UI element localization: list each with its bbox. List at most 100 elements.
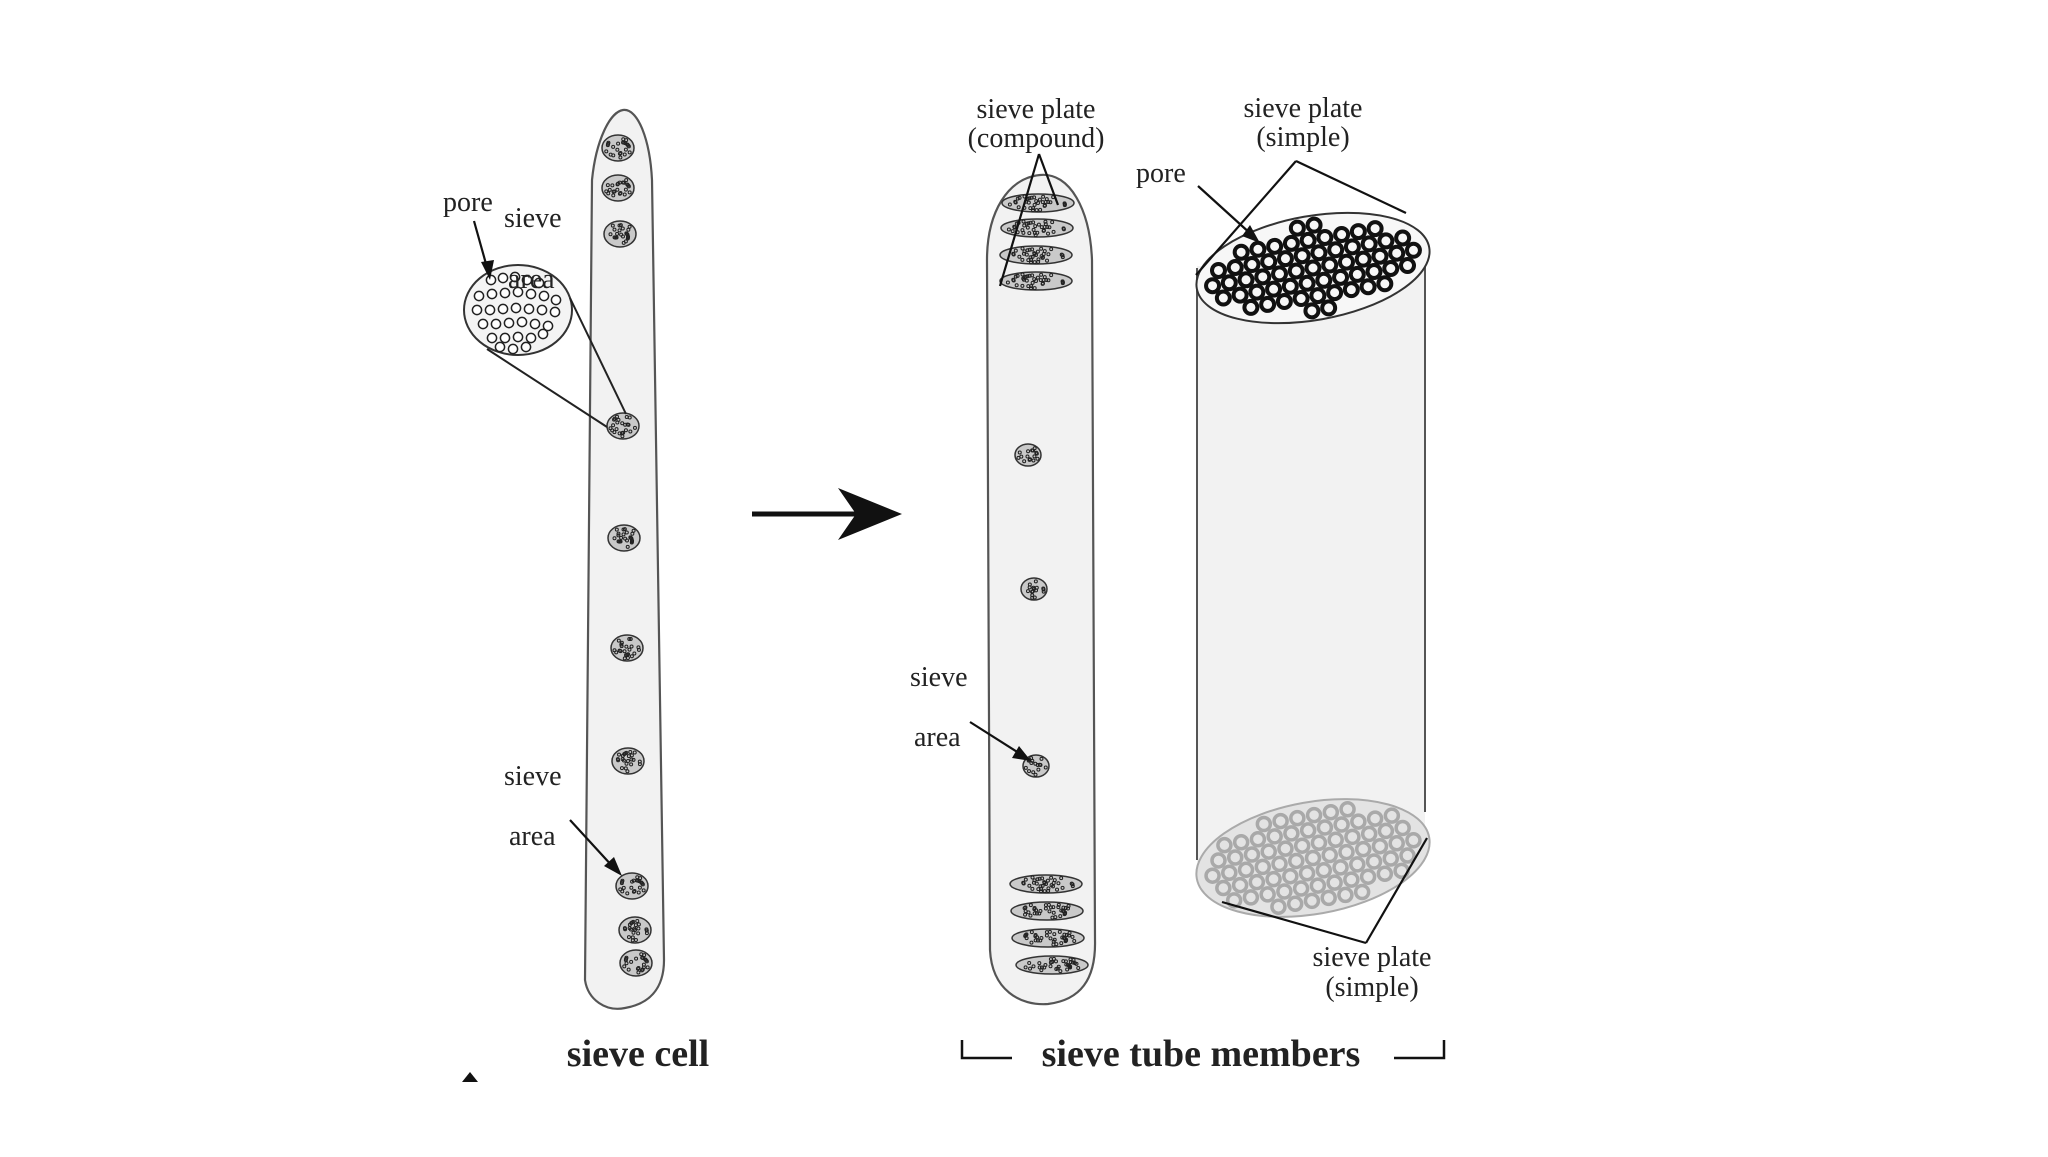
tube-sieve-area-3-pore bbox=[1038, 763, 1043, 768]
bottom-plate-pore bbox=[1283, 825, 1300, 842]
compound-plate-4-pore bbox=[1029, 284, 1034, 289]
top-plate-pore bbox=[1298, 274, 1316, 292]
compound-plate-8-pore bbox=[1067, 964, 1072, 969]
top-plate-pore bbox=[1260, 253, 1278, 271]
sieve-area-7-pore bbox=[629, 757, 634, 762]
compound-plate-2-pore bbox=[1051, 229, 1056, 234]
compound-plate-5-pore bbox=[1046, 886, 1051, 891]
sieve-area-6-pore bbox=[627, 647, 632, 652]
sieve-area-10-pore bbox=[629, 959, 634, 964]
inset-pore bbox=[509, 271, 521, 283]
compound-plate-8-pore bbox=[1070, 960, 1075, 965]
compound-plate-5-pore bbox=[1049, 875, 1054, 880]
compound-plate-3-pore bbox=[1022, 249, 1027, 254]
label-sieve-area-bottom-2: area bbox=[509, 821, 556, 852]
top-plate-pore bbox=[1310, 244, 1328, 262]
sieve-area-1-pore bbox=[618, 151, 623, 156]
compound-plate-8-pore bbox=[1058, 969, 1063, 974]
compound-plate-2-pore bbox=[1031, 227, 1036, 232]
compound-plate-6-pore bbox=[1056, 905, 1061, 910]
top-plate-pore bbox=[1271, 265, 1289, 283]
compound-plate-3-pore bbox=[1032, 252, 1037, 257]
top-plate-pores bbox=[1204, 216, 1422, 320]
sieve-area-10-pore bbox=[645, 965, 650, 970]
compound-plate-4-pore bbox=[1046, 278, 1051, 283]
compound-plate-8-pore bbox=[1063, 959, 1068, 964]
tube-sieve-area-1-pore bbox=[1016, 455, 1021, 460]
sieve-area-1-pore bbox=[606, 140, 611, 145]
leader-simple-top-b bbox=[1295, 160, 1407, 214]
sieve-area-1-pore bbox=[621, 137, 626, 142]
label-sieve-area-top-2: area bbox=[508, 264, 555, 295]
compound-plate-5-pore bbox=[1059, 876, 1064, 881]
leader-simple-top-a bbox=[1195, 160, 1297, 276]
compound-plate-7-pore bbox=[1072, 939, 1077, 944]
bottom-plate-pore bbox=[1288, 852, 1305, 870]
compound-plate-1-pore bbox=[1046, 199, 1051, 204]
label-sieve-plate-simple-top-2: (simple) bbox=[1256, 122, 1349, 153]
sieve-area-7-pore bbox=[615, 757, 620, 762]
inset-leader-lower bbox=[486, 348, 608, 428]
sieve-area-8-pore bbox=[637, 879, 642, 884]
bottom-plate-pore bbox=[1259, 886, 1276, 903]
top-plate-pore bbox=[1349, 223, 1367, 241]
sieve-area-5-pore bbox=[619, 535, 624, 540]
sieve-area-2-pore bbox=[618, 191, 623, 196]
label-sieve-plate-compound-2: (compound) bbox=[968, 123, 1105, 154]
sieve-area-10-pore bbox=[634, 956, 639, 961]
inset-pore bbox=[499, 287, 511, 299]
compound-plate-4-pore bbox=[1013, 274, 1018, 279]
sieve-area-6-pore bbox=[627, 637, 632, 642]
compound-plate-5-pore bbox=[1032, 878, 1037, 883]
sieve-area-10-pore bbox=[641, 965, 646, 970]
top-plate-pore bbox=[1394, 229, 1412, 247]
sieve-area-7-pore bbox=[625, 769, 630, 774]
sieve-area-8-pore bbox=[625, 891, 630, 896]
inset-pore bbox=[497, 303, 509, 315]
sieve-area-2-pore bbox=[610, 183, 615, 188]
compound-plate-7-pore bbox=[1033, 938, 1038, 943]
sieve-area-5-pore bbox=[622, 527, 627, 532]
compound-plate-1-pore bbox=[1036, 201, 1040, 205]
sieve-area-7-pore bbox=[620, 753, 625, 758]
bottom-plate-pore bbox=[1255, 815, 1273, 833]
compound-plate-6-pore bbox=[1032, 911, 1037, 916]
compound-plate-3-pore bbox=[1030, 254, 1035, 259]
sieve-area-3-pore bbox=[608, 232, 613, 237]
top-plate-pore bbox=[1287, 262, 1305, 280]
sieve-area-5-pore bbox=[614, 527, 619, 532]
bottom-plate-pore bbox=[1315, 862, 1333, 879]
sieve-area-2-pore bbox=[623, 187, 628, 192]
compound-plate-6-pore bbox=[1028, 903, 1033, 908]
compound-plate-4-pore bbox=[1044, 277, 1049, 282]
sieve-area-6-pore bbox=[624, 653, 629, 658]
sieve-area-7-pore bbox=[619, 766, 624, 771]
bottom-plate-pore bbox=[1377, 822, 1395, 840]
tube-sieve-area-2-pore bbox=[1032, 595, 1037, 600]
leader-compound-b bbox=[1037, 153, 1060, 206]
compound-plate-7-pore bbox=[1059, 941, 1064, 946]
sieve-area-9-pore bbox=[626, 935, 631, 940]
sieve-area-3-pore bbox=[618, 223, 623, 228]
compound-plate-8-pore bbox=[1053, 959, 1058, 964]
bottom-plate-pore bbox=[1303, 892, 1321, 910]
compound-plate-2-pore bbox=[1026, 221, 1031, 226]
tube-sieve-area-3-pore bbox=[1039, 756, 1044, 761]
sieve-area-5-pore bbox=[624, 538, 629, 543]
top-plate-pore bbox=[1242, 298, 1260, 316]
bottom-plate-pore bbox=[1354, 840, 1372, 858]
bottom-plate-pore bbox=[1310, 834, 1328, 851]
compound-plate-8-pore bbox=[1068, 957, 1073, 962]
top-plate-pore bbox=[1404, 241, 1422, 259]
compound-plate-3-pore bbox=[1036, 257, 1041, 262]
compound-plate-6-pore bbox=[1058, 914, 1063, 919]
compound-plate-5-pore bbox=[1023, 877, 1028, 882]
bottom-plate-pore bbox=[1322, 803, 1340, 821]
inset-pore bbox=[537, 328, 549, 340]
label-sieve-plate-simple-bottom-2: (simple) bbox=[1325, 972, 1418, 1003]
top-plate-pore bbox=[1371, 247, 1389, 265]
top-plate-pore bbox=[1293, 247, 1311, 265]
compound-plate-3-pore bbox=[1035, 249, 1040, 254]
compound-plate-6-pore bbox=[1023, 912, 1028, 917]
tube-sieve-area-3-pore bbox=[1033, 761, 1038, 766]
